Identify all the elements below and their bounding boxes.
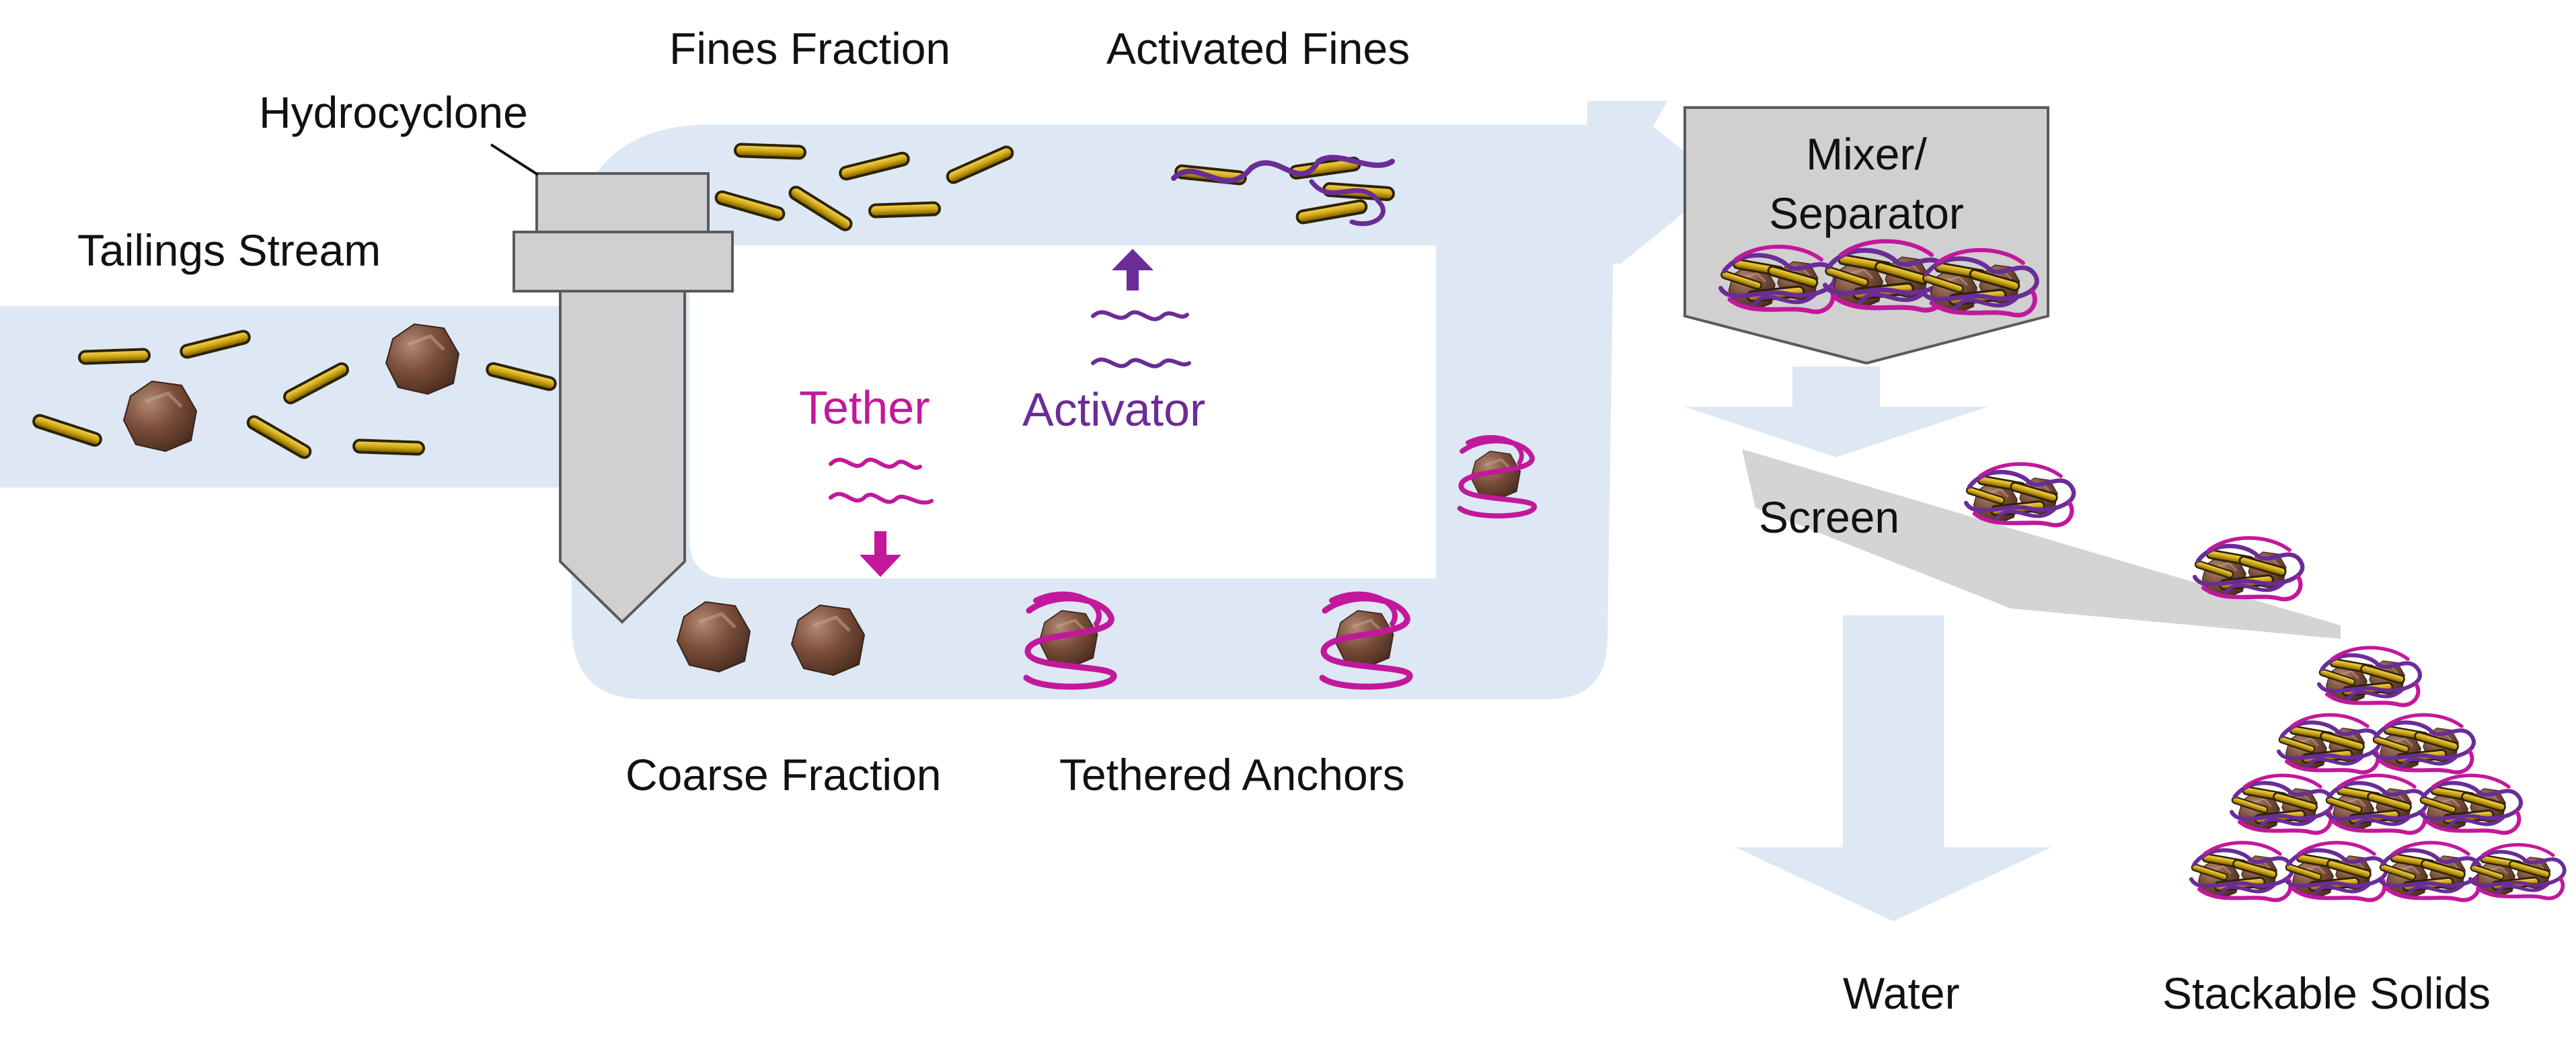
tether-polymer-icon [829, 457, 922, 470]
tether-reagent [829, 457, 934, 577]
activated-fines-label: Activated Fines [1106, 24, 1410, 73]
hydrocyclone [490, 143, 734, 624]
activator-polymer-icon [1091, 310, 1189, 321]
labels: Tailings Stream Hydrocyclone Fines Fract… [77, 24, 2491, 1018]
mixer-to-screen-arrow [1685, 366, 1987, 457]
stackable-solids-label: Stackable Solids [2162, 968, 2491, 1018]
fines-rod-icon [870, 202, 940, 217]
tether-arrow-down [860, 531, 901, 577]
hydrocyclone-leader-line [490, 143, 539, 176]
activator-arrow-up [1112, 249, 1153, 290]
tether-label: Tether [799, 381, 930, 434]
flow-paths [0, 101, 2051, 921]
mixer-separator-label-line2: Separator [1769, 188, 1964, 238]
tailings-stream-label: Tailings Stream [77, 225, 381, 275]
fines-rod-icon [354, 440, 424, 455]
activator-reagent [1091, 249, 1191, 368]
water-arrow [1735, 615, 2051, 921]
floc-cluster-icon [1966, 464, 2074, 525]
activator-label: Activator [1022, 383, 1205, 436]
water-label: Water [1843, 968, 1960, 1018]
mixer-separator-label-line1: Mixer/ [1806, 129, 1927, 179]
fines-fraction-label: Fines Fraction [669, 24, 950, 73]
activated-fines-particles [1171, 155, 1396, 227]
tether-polymer-icon [829, 492, 934, 505]
hydrocyclone-label: Hydrocyclone [259, 87, 528, 137]
tethered-anchors-label: Tethered Anchors [1059, 750, 1405, 800]
screen-label: Screen [1759, 492, 1899, 542]
activator-polymer-icon [1091, 357, 1191, 368]
floc-cluster-icon [2195, 538, 2302, 599]
to-mixer-arrow [1574, 101, 1722, 264]
stackable-solids-pile [2191, 648, 2565, 900]
fines-rod-icon [79, 349, 150, 364]
screen [1742, 449, 2341, 639]
coarse-fraction-label: Coarse Fraction [626, 750, 942, 800]
fines-rod-icon [735, 144, 806, 159]
